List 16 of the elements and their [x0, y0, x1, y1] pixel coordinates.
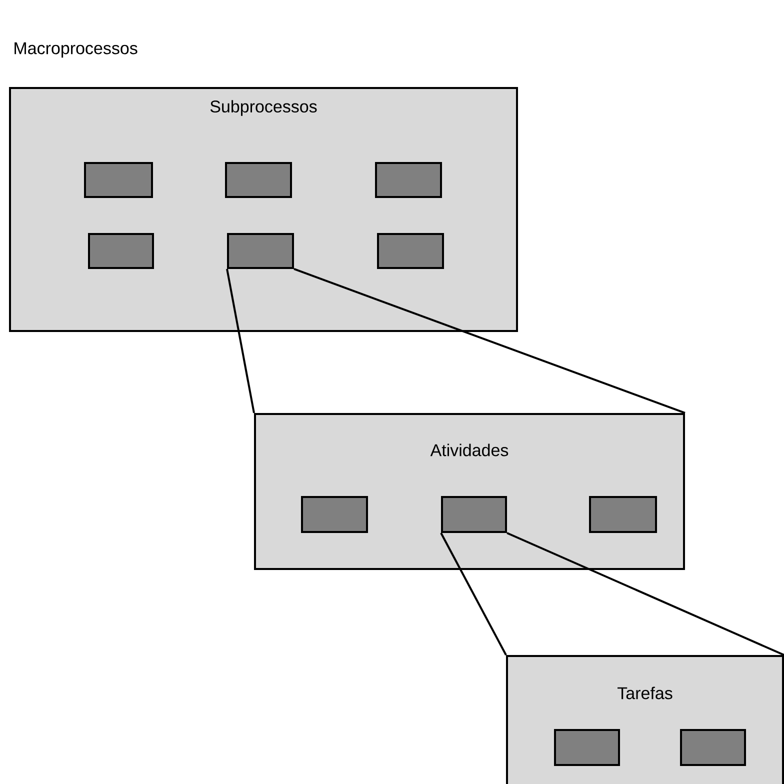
small-box [377, 233, 444, 269]
small-box [301, 496, 368, 533]
zoom-line [226, 268, 255, 414]
small-box [589, 496, 657, 533]
title: Macroprocessos [14, 42, 138, 58]
zoom-line [506, 532, 784, 656]
small-box [84, 162, 153, 198]
small-box [225, 162, 292, 198]
zoom-line [440, 532, 507, 656]
small-box [441, 496, 507, 533]
small-box [375, 162, 442, 198]
small-box [88, 233, 154, 269]
small-box [554, 729, 620, 766]
small-box [227, 233, 294, 269]
zoom-line [294, 268, 686, 414]
small-box [680, 729, 746, 766]
